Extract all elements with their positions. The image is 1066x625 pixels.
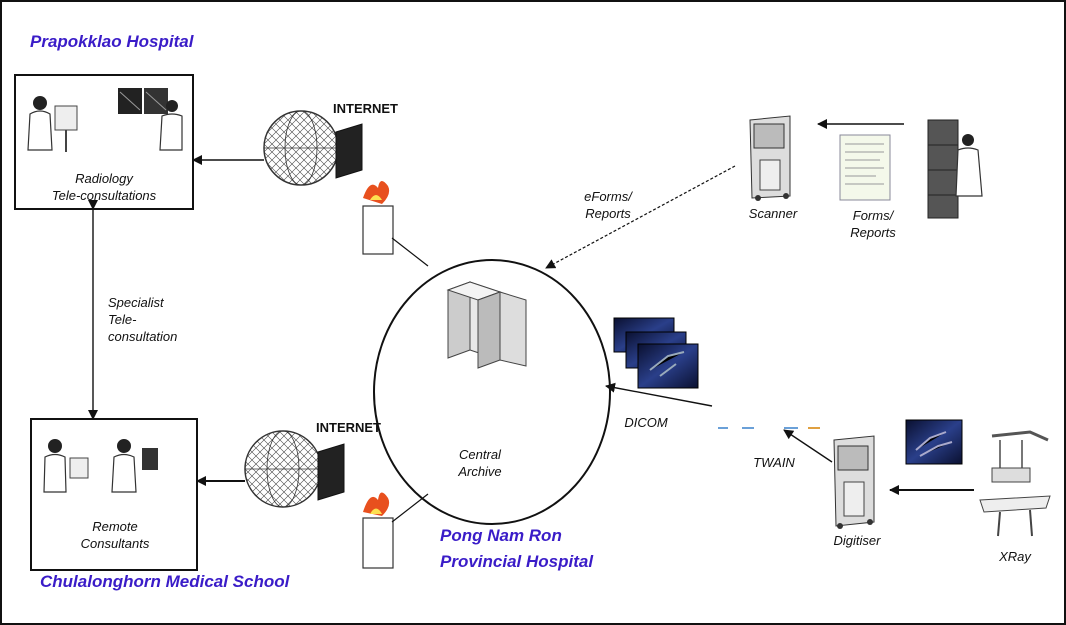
forms-label-line2: Reports	[850, 225, 896, 240]
eforms-label-line1: eForms/	[584, 189, 632, 204]
xray-label: XRay	[999, 549, 1031, 564]
internet-label-bottom: INTERNET	[316, 420, 381, 435]
eforms-label-line2: Reports	[585, 206, 631, 221]
central-archive-line2: Archive	[458, 464, 502, 479]
hospital-label-pong-line1: Pong Nam Ron	[440, 526, 562, 545]
digitiser-label: Digitiser	[833, 533, 881, 548]
hospital-label-prapokklao: Prapokklao Hospital	[30, 32, 194, 51]
specialist-label-line1: Specialist	[108, 295, 164, 310]
arrow-twain	[783, 429, 833, 463]
digitiser-icon	[833, 435, 875, 529]
arrow-dicom	[605, 382, 713, 407]
twain-label: TWAIN	[753, 455, 795, 470]
xray-viewer-icon	[118, 88, 183, 151]
consultant-icon	[43, 439, 158, 493]
scanner-icon	[749, 115, 791, 201]
scanner-label: Scanner	[748, 206, 798, 221]
remote-label-line2: Consultants	[80, 536, 150, 551]
remote-label-line1: Remote	[92, 519, 138, 534]
dicom-label: DICOM	[624, 415, 668, 430]
specialist-label-line3: consultation	[108, 329, 178, 344]
xray-films-icon	[613, 317, 699, 389]
internet-label-top: INTERNET	[333, 101, 398, 116]
forms-label-line1: Forms/	[852, 208, 894, 223]
globe-icon	[244, 430, 345, 508]
firewall-icon	[362, 180, 394, 255]
server-icon	[446, 281, 527, 369]
remote-label: Remote Consultants	[50, 518, 180, 552]
eforms-label: eForms/ Reports	[576, 188, 640, 222]
arrow-eforms	[545, 165, 736, 269]
document-icon	[839, 134, 891, 201]
doctor-icon	[27, 96, 78, 152]
radiology-label: Radiology Tele-consultations	[40, 170, 168, 204]
radiology-label-line2: Tele-consultations	[51, 188, 157, 203]
link-firewall-bottom	[391, 493, 429, 523]
central-archive-label: Central Archive	[440, 446, 520, 480]
xray-hand-icon	[905, 419, 963, 465]
hospital-label-chulalongkorn: Chulalonghorn Medical School	[40, 572, 290, 591]
central-archive-line1: Central	[459, 447, 501, 462]
link-firewall-top	[391, 237, 429, 267]
specialist-label-line2: Tele-	[108, 312, 137, 327]
filing-cabinet-icon	[927, 119, 983, 219]
forms-label: Forms/ Reports	[838, 207, 908, 241]
radiology-label-line1: Radiology	[75, 171, 133, 186]
globe-icon	[263, 110, 363, 186]
hospital-label-pong-line2: Provincial Hospital	[440, 552, 594, 571]
specialist-label: Specialist Tele- consultation	[108, 294, 177, 345]
xray-machine-icon	[979, 430, 1051, 537]
firewall-icon	[362, 492, 394, 569]
